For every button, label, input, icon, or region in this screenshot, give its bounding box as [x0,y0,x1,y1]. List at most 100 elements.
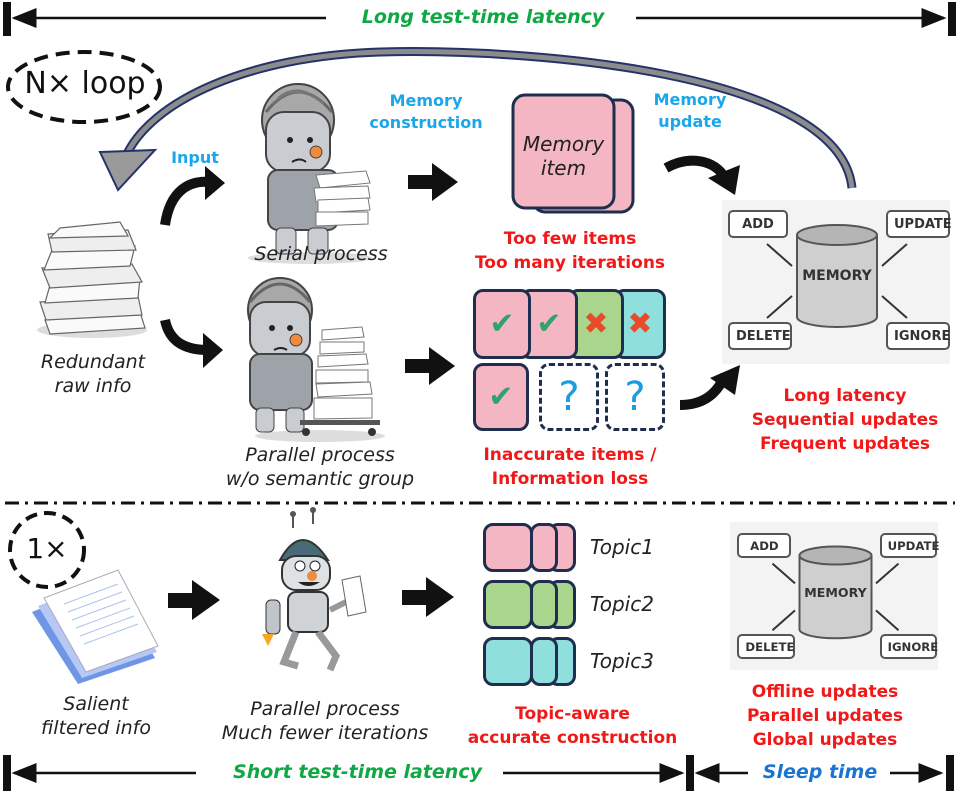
update-benefit-3: Global updates [752,730,898,750]
top-memory-update-box: UPDATE [886,210,952,238]
arrow-icon [408,163,458,201]
arrow-icon [405,347,455,385]
caption-parallel-fewer: Parallel process Much fewer iterations [205,697,445,745]
cross-icon: ✖ [627,306,653,342]
curved-arrow-down-icon [160,318,223,368]
top-memory-memory-label: MEMORY [802,268,872,284]
check-icon: ✔ [488,379,514,415]
topic-caption-line1: Topic-aware [515,704,630,724]
timeline-top-right-bar [948,2,956,36]
bottom-memory-update-box: UPDATE [879,533,939,559]
caption-raw-info-line1: Redundant [40,351,146,373]
caption-salient-line1: Salient [63,693,129,715]
robot-running-icon [262,507,367,672]
topic-item-tile [530,580,558,629]
topic-item-tile [530,637,558,686]
topic-label: Topic1 [590,535,654,559]
robot-serial-icon [248,83,372,264]
curved-arrow-memory-top-icon [663,155,740,195]
update-issue-3: Frequent updates [759,434,931,454]
caption-salient-info: Salient filtered info [16,692,176,740]
parallel-issues: Inaccurate items / Information loss [460,443,680,491]
caption-raw-info: Redundant raw info [18,350,168,398]
memory-item-front [511,93,616,210]
check-icon: ✔ [489,306,515,342]
caption-parallel-fewer-line1: Parallel process [250,698,400,720]
serial-issue-1: Too few items [503,229,637,249]
caption-parallel-line2: w/o semantic group [225,468,415,490]
bottom-memory-delete-box: DELETE [737,633,795,659]
caption-parallel-fewer-line2: Much fewer iterations [221,722,429,744]
topic-caption: Topic-aware accurate construction [455,702,690,750]
label-memory-update-line1: Memory [653,90,727,109]
label-memory-update: Memory update [640,89,740,133]
update-issues: Long latency Sequential updates Frequent… [735,384,955,456]
memory-item-label: Memory item [513,132,614,180]
timeline-top-left-bar [3,2,11,36]
loop-badge-bottom: 1× [26,532,68,565]
update-issue-1: Long latency [783,386,907,406]
label-memory-update-line2: update [658,112,722,131]
update-benefits: Offline updates Parallel updates Global … [715,680,935,752]
memory-item-label-line2: item [540,156,587,180]
cross-icon: ✖ [583,306,609,342]
topic-label: Topic2 [590,592,654,616]
timeline-sleep-label: Sleep time [762,761,878,783]
topic-caption-line2: accurate construction [467,728,678,748]
curved-arrow-memory-bottom-icon [679,365,740,410]
label-memory-construction-line2: construction [369,113,483,132]
timeline-top-label: Long test-time latency [361,6,605,28]
caption-salient-line2: filtered info [41,717,151,739]
document-stack-icon [32,569,159,684]
bottom-memory-add-box: ADD [737,533,792,559]
caption-parallel-process: Parallel process w/o semantic group [210,443,430,491]
parallel-item-tile: ✔ [473,363,529,431]
parallel-item-tile: ? [605,363,665,431]
check-icon: ✔ [536,306,562,342]
topic-item-tile [483,580,533,629]
label-memory-construction: Memory construction [356,90,496,134]
serial-issue-2: Too many iterations [474,253,666,273]
bottom-memory-ignore-box: IGNORE [879,633,938,659]
top-memory-delete-box: DELETE [728,322,792,350]
caption-serial-process: Serial process [254,243,388,265]
timeline-short-label: Short test-time latency [233,761,482,783]
loop-badge-top-ring [6,50,162,124]
question-icon: ? [558,374,580,420]
timeline-mid-bar [686,755,694,791]
timeline-bottom-right-bar [946,755,954,791]
update-benefit-1: Offline updates [751,682,899,702]
label-input: Input [171,148,219,167]
question-icon: ? [624,374,646,420]
caption-raw-info-line2: raw info [54,375,132,397]
memory-item-label-line1: Memory [522,132,605,156]
paper-pile-icon [37,221,147,338]
update-benefit-2: Parallel updates [747,706,903,726]
top-memory-ignore-box: IGNORE [886,322,950,350]
parallel-issue-2: Information loss [491,469,649,489]
parallel-item-tile: ? [539,363,599,431]
loop-badge-top: N× loop [24,66,146,101]
loop-badge-bottom-ring [8,511,86,589]
topic-item-tile [483,523,533,572]
parallel-item-tile: ✔ [473,289,531,359]
topic-item-tile [483,637,533,686]
top-memory-add-box: ADD [728,210,788,238]
label-memory-construction-line1: Memory [389,91,463,110]
loop-arrow-icon [98,47,857,192]
timeline-bottom-left-bar [3,755,11,791]
update-issue-2: Sequential updates [751,410,939,430]
caption-parallel-line1: Parallel process [245,444,395,466]
parallel-issue-1: Inaccurate items / [483,445,657,465]
serial-issues: Too few items Too many iterations [460,227,680,275]
bottom-memory-memory-label: MEMORY [804,585,867,601]
arrow-icon [168,580,220,620]
topic-item-tile [530,523,558,572]
arrow-icon [402,577,454,617]
robot-parallel-icon [247,277,385,442]
topic-label: Topic3 [590,649,654,673]
curved-arrow-up-icon [160,166,225,226]
